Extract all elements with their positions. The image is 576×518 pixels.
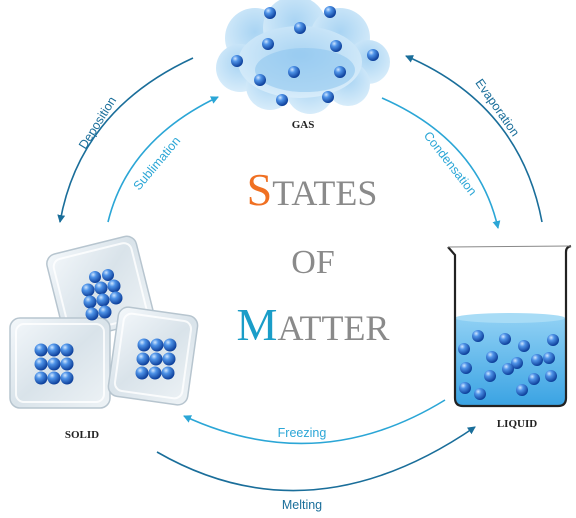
svg-text:MATTER: MATTER [237, 299, 390, 350]
diagram-title: STATES OF MATTER [237, 164, 390, 350]
liquid-beaker-illustration [447, 244, 572, 408]
solid-label: SOLID [65, 429, 99, 441]
gas-particles [231, 6, 379, 106]
condensation-arrow [381, 97, 501, 229]
gas-label: GAS [292, 119, 315, 131]
sublimation-label: Sublimation [131, 134, 184, 193]
deposition-arrow [57, 57, 194, 223]
melting-label: Melting [282, 498, 322, 512]
evaporation-arrow [405, 55, 543, 223]
title-word-matter: ATTER [277, 308, 389, 348]
title-initial-m: M [237, 299, 278, 350]
svg-text:STATES: STATES [247, 164, 378, 215]
gas-cloud-illustration [216, 0, 390, 114]
sublimation-arrow [107, 96, 219, 223]
freezing-label: Freezing [278, 426, 327, 440]
condensation-label: Condensation [421, 129, 480, 198]
solid-particles [34, 269, 177, 385]
freezing-arrow [183, 399, 446, 445]
liquid-label: LIQUID [497, 418, 537, 430]
solid-ice-cubes-illustration [9, 235, 199, 409]
title-initial-s: S [247, 164, 273, 215]
title-word-of: OF [291, 244, 334, 281]
liquid-particles [458, 330, 559, 400]
deposition-label: Deposition [76, 94, 119, 152]
evaporation-label: Evaporation [472, 76, 522, 139]
melting-arrow [156, 426, 476, 492]
title-word-states: TATES [272, 173, 377, 213]
